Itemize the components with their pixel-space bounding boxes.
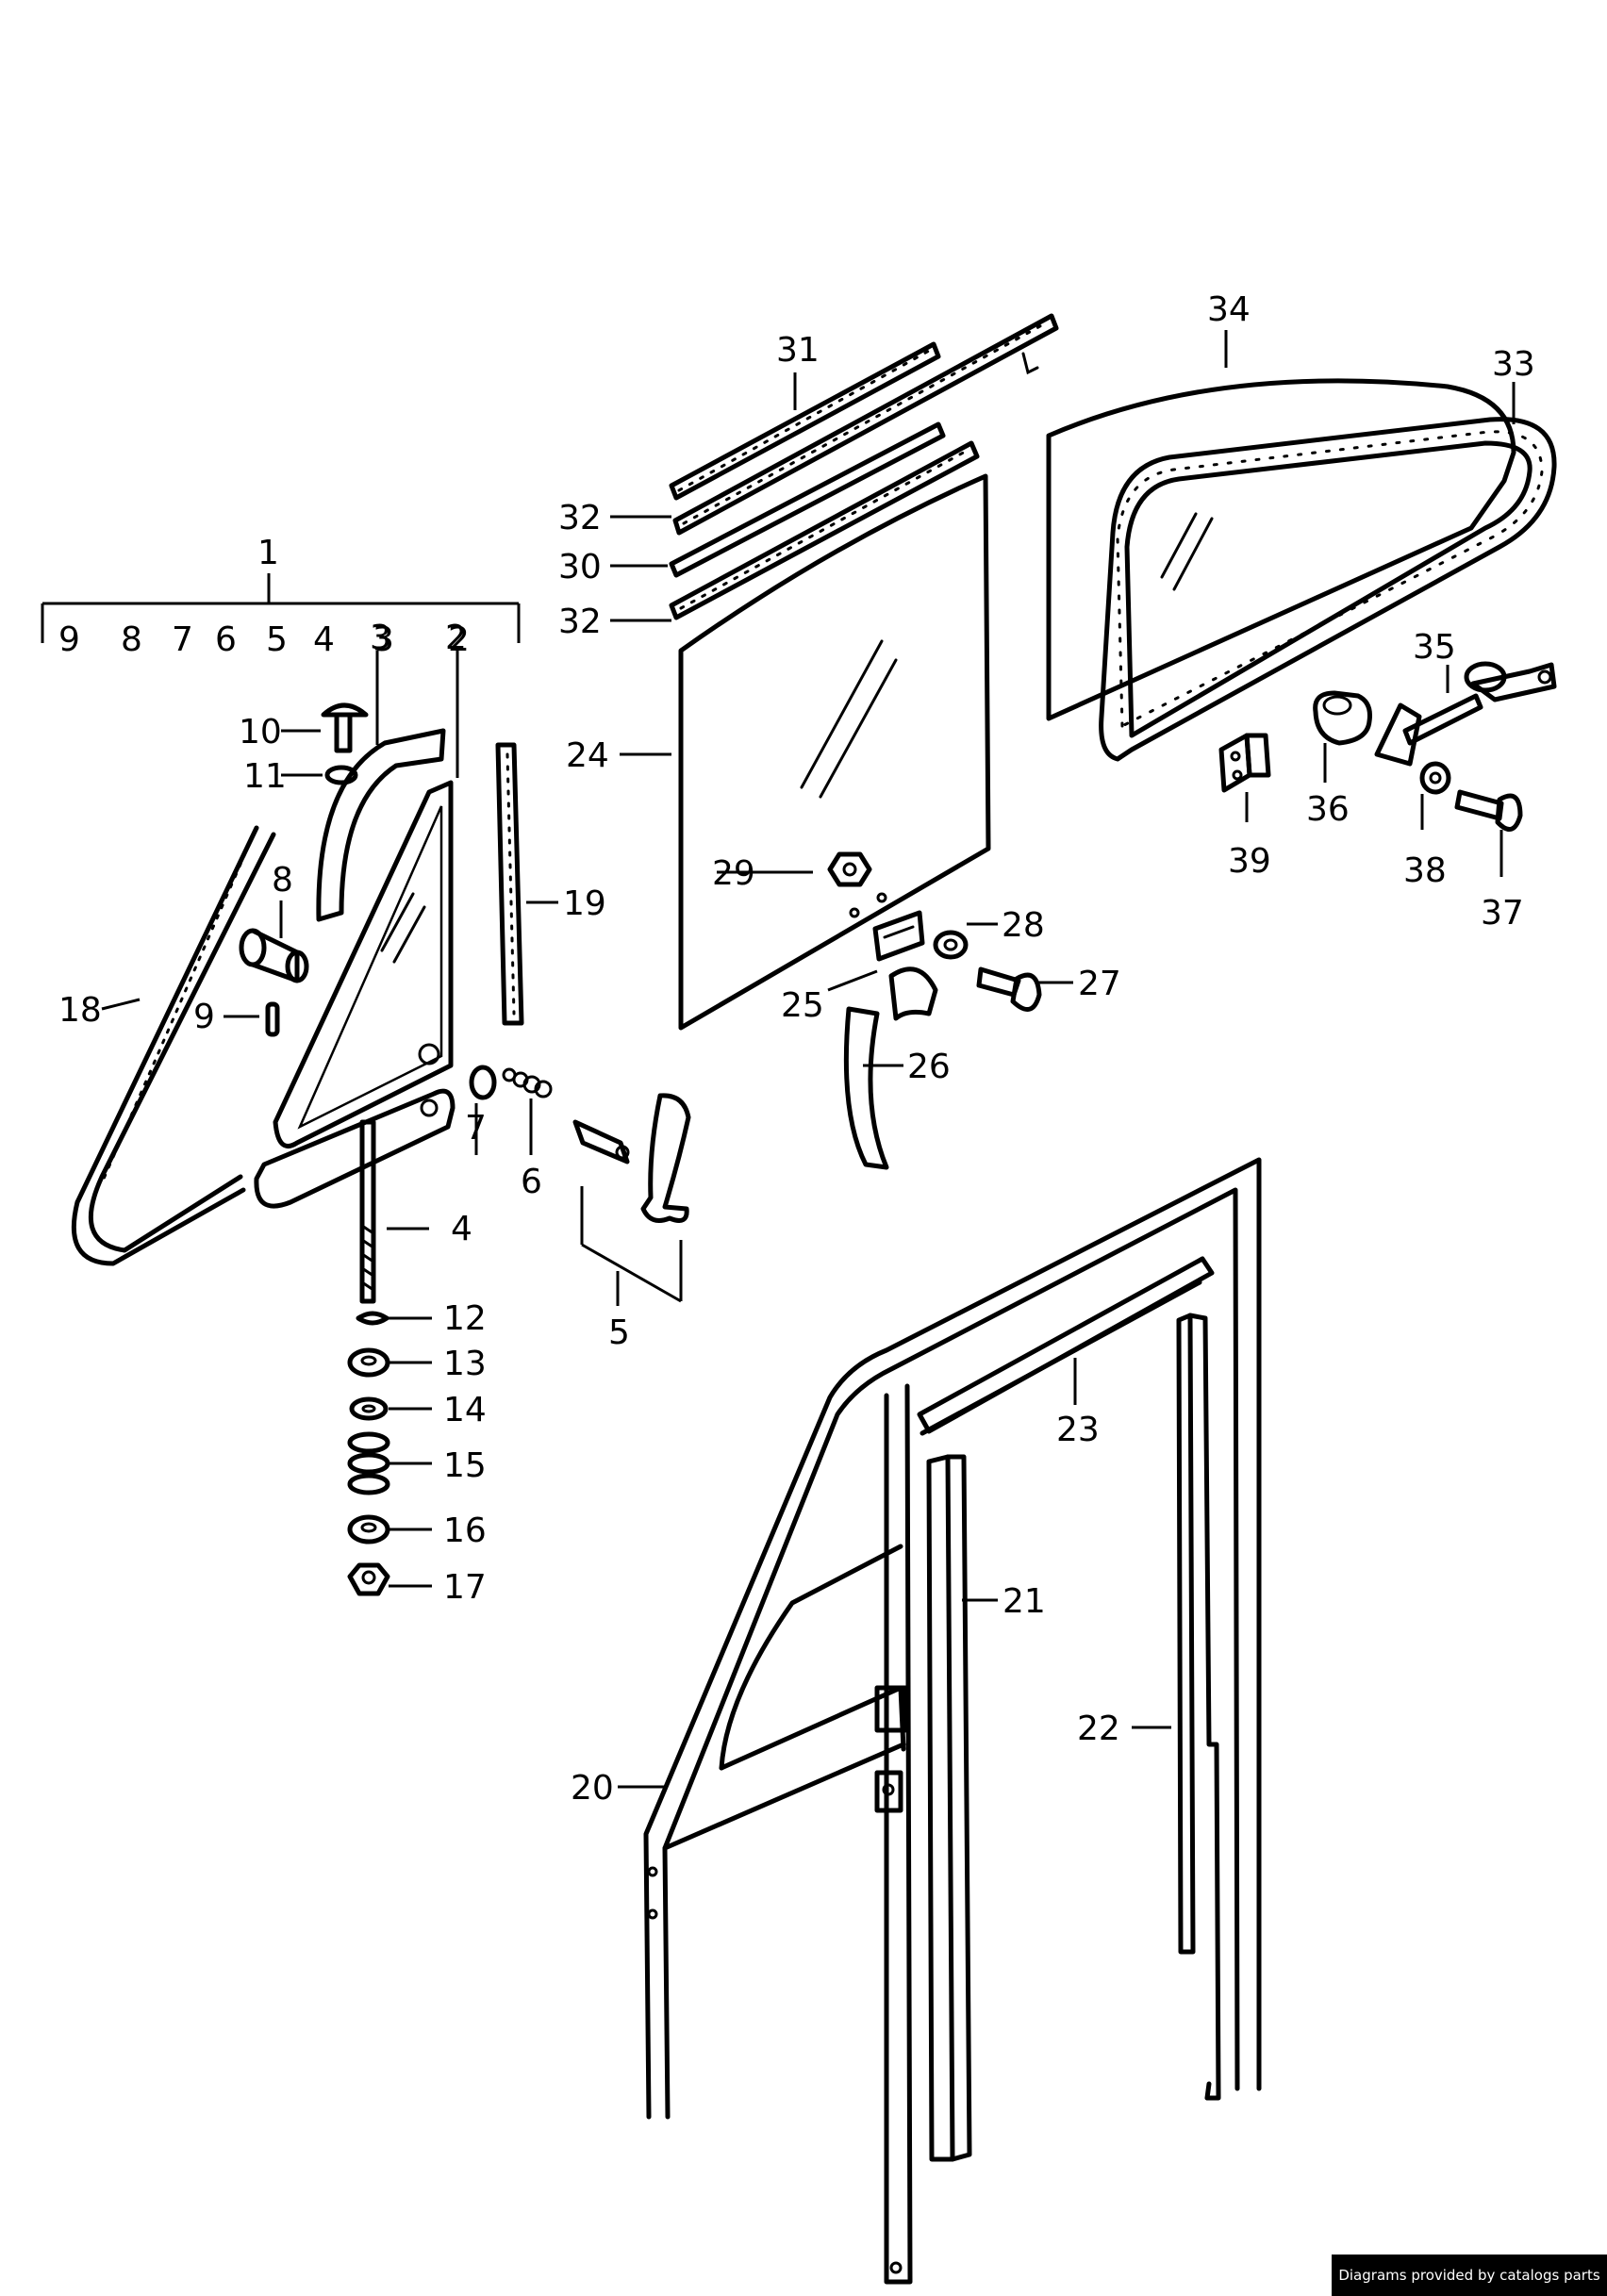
vent-window-glass-2 — [273, 780, 454, 1148]
hinge-39 — [1218, 733, 1271, 793]
bracket-item-4: 4 — [313, 620, 335, 659]
bracket-item-3: 3 — [373, 620, 394, 659]
callout-18: 18 — [58, 991, 102, 1030]
vent-lower-frame — [254, 1088, 456, 1209]
bracket-item-9: 9 — [58, 620, 80, 659]
callout-20: 20 — [571, 1769, 614, 1808]
vent-window-seal-18 — [71, 825, 276, 1266]
callout-16: 16 — [443, 1511, 487, 1550]
washer-14 — [349, 1396, 389, 1421]
callout-34: 34 — [1207, 290, 1251, 329]
washer-38 — [1419, 761, 1451, 795]
washer-13 — [347, 1347, 390, 1378]
quarter-latch-35 — [1374, 661, 1557, 767]
callout-15: 15 — [443, 1446, 487, 1485]
assembly-1-bracket — [41, 573, 521, 643]
glass-channel-22 — [1176, 1313, 1221, 2101]
spring-6 — [502, 1067, 553, 1098]
channel-strip-31 — [669, 341, 941, 501]
callout-6: 6 — [521, 1163, 542, 1201]
callout-28: 28 — [1002, 906, 1045, 945]
callout-9: 9 — [193, 998, 215, 1036]
callout-12: 12 — [443, 1299, 487, 1338]
cap-7 — [469, 1065, 497, 1100]
channel-strip-30 — [669, 421, 946, 578]
bracket-item-2: 2 — [448, 620, 470, 659]
latch-handle-5 — [640, 1093, 691, 1223]
callout-26: 26 — [907, 1048, 951, 1086]
callout-31: 31 — [776, 331, 820, 370]
callout-23: 23 — [1056, 1411, 1100, 1449]
callout-3: 3 — [370, 619, 391, 657]
callout-10: 10 — [239, 713, 282, 752]
washer-11 — [324, 765, 358, 785]
callout-32-upper: 32 — [558, 499, 602, 537]
bolt-37 — [1454, 789, 1523, 832]
vent-trim-3 — [316, 728, 446, 922]
bolt-27 — [976, 966, 1042, 1012]
nut-29 — [827, 851, 872, 887]
callout-5: 5 — [608, 1313, 630, 1352]
pivot-pin-8 — [239, 928, 309, 983]
bracket-item-8: 8 — [121, 620, 142, 659]
callout-1: 1 — [257, 534, 279, 572]
callout-27: 27 — [1078, 965, 1121, 1003]
callout-2: 2 — [445, 619, 467, 657]
callout-25: 25 — [781, 986, 824, 1025]
callout-37: 37 — [1481, 894, 1524, 933]
callout-24: 24 — [566, 736, 609, 775]
callout-22: 22 — [1077, 1710, 1120, 1748]
screw-10 — [321, 702, 369, 753]
latch-shaft — [572, 1119, 630, 1165]
callout-29: 29 — [712, 854, 755, 893]
callout-33: 33 — [1492, 345, 1535, 384]
callout-32-lower: 32 — [558, 603, 602, 641]
lift-channel-26 — [843, 966, 938, 1170]
nut-17 — [347, 1562, 390, 1596]
washer-16 — [347, 1514, 390, 1544]
vent-seal-strip-19 — [495, 742, 524, 1026]
callout-38: 38 — [1403, 851, 1447, 890]
lift-bracket-25 — [872, 910, 925, 962]
callout-4: 4 — [451, 1210, 472, 1248]
latch-5-bracket — [580, 1186, 683, 1306]
callout-13: 13 — [443, 1345, 487, 1383]
pivot-bolt-4 — [359, 1119, 376, 1304]
window-run-channel-23 — [917, 1256, 1215, 1436]
spring-15 — [347, 1431, 390, 1495]
channel-strip-32-lower — [669, 440, 980, 620]
door-frame-20 — [643, 1157, 1262, 2285]
clip-12 — [356, 1311, 389, 1326]
callout-8: 8 — [272, 861, 293, 900]
callout-39: 39 — [1228, 842, 1271, 881]
quarter-window-glass-34 — [1046, 378, 1516, 721]
callout-14: 14 — [443, 1391, 487, 1429]
glass-channel-21 — [926, 1454, 972, 2162]
washer-28 — [933, 930, 969, 960]
leader-lines — [101, 330, 1516, 1789]
bracket-item-6: 6 — [215, 620, 237, 659]
credit-badge: Diagrams provided by catalogs parts — [1332, 2255, 1607, 2296]
callout-30: 30 — [558, 548, 602, 586]
bracket-item-7: 7 — [172, 620, 193, 659]
callout-35: 35 — [1413, 628, 1456, 667]
callout-11: 11 — [243, 757, 287, 796]
channel-strip-32-upper — [672, 313, 1059, 536]
callout-36: 36 — [1306, 790, 1350, 829]
callout-21: 21 — [1002, 1582, 1046, 1621]
cap-nut-36 — [1313, 690, 1372, 746]
callout-19: 19 — [563, 884, 606, 923]
bracket-item-5: 5 — [266, 620, 288, 659]
callout-7: 7 — [465, 1109, 487, 1148]
quarter-window-seal-33 — [1099, 417, 1557, 762]
pin-9 — [265, 1001, 280, 1037]
callout-17: 17 — [443, 1568, 487, 1607]
door-window-glass-24 — [678, 473, 991, 1031]
